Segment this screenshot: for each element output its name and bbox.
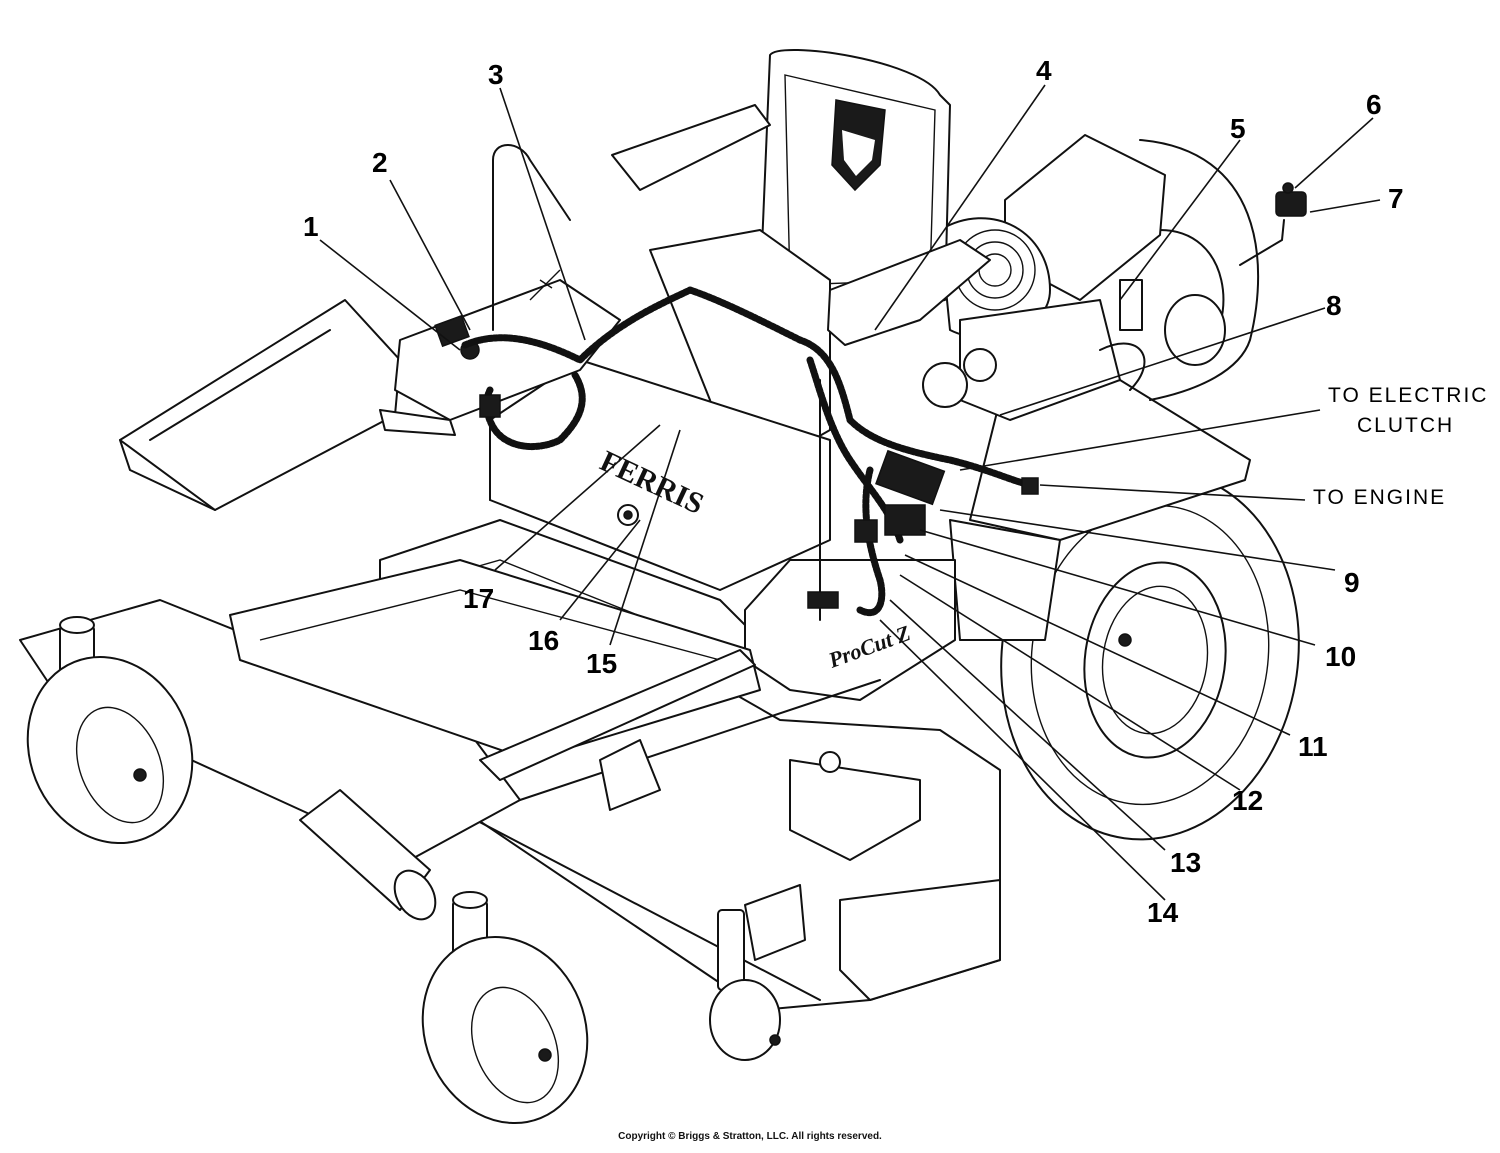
callout-6: 6 — [1366, 89, 1382, 120]
harness-connector — [875, 449, 946, 506]
callout-1: 1 — [303, 211, 319, 242]
right-front-caster — [421, 891, 589, 1125]
callout-10: 10 — [1325, 641, 1356, 672]
air-filter — [922, 362, 968, 408]
engine-label: TO ENGINE — [1313, 486, 1446, 509]
callout-8: 8 — [1326, 290, 1342, 321]
callout-15: 15 — [586, 648, 617, 679]
right-armrest — [827, 239, 991, 346]
deck-bolt — [819, 751, 841, 773]
callout-4: 4 — [1036, 55, 1052, 86]
callout-9: 9 — [1344, 567, 1360, 598]
callout-16: 16 — [528, 625, 559, 656]
callout-11: 11 — [1298, 731, 1328, 762]
callout-5: 5 — [1230, 113, 1246, 144]
wiring-harness — [461, 286, 1039, 616]
electric-clutch-label-line1: TO ELECTRIC — [1328, 384, 1488, 407]
discharge-chute — [119, 299, 401, 511]
callout-numbers: 1 2 3 4 5 6 7 8 9 10 11 12 13 14 15 16 1… — [303, 55, 1404, 928]
left-control-pod — [379, 144, 621, 436]
electric-clutch-label-line2: CLUTCH — [1357, 414, 1454, 437]
front-frame — [19, 559, 881, 861]
anti-scalp-roller — [299, 789, 437, 921]
callout-12: 12 — [1232, 785, 1263, 816]
text-callouts: TO ELECTRIC CLUTCH TO ENGINE — [1313, 384, 1488, 509]
callout-7: 7 — [1388, 183, 1404, 214]
callout-3: 3 — [488, 59, 504, 90]
callout-17: 17 — [463, 583, 494, 614]
right-control-pod: ProCut Z — [744, 379, 956, 701]
leader-lines — [319, 84, 1381, 901]
callout-2: 2 — [372, 147, 388, 178]
copyright-notice: Copyright © Briggs & Stratton, LLC. All … — [618, 1131, 882, 1142]
right-fender — [949, 139, 1260, 641]
callout-13: 13 — [1170, 847, 1201, 878]
left-armrest — [611, 104, 771, 191]
left-front-caster — [26, 616, 194, 845]
deck-gauge-wheel — [709, 884, 806, 1061]
relay-block — [884, 504, 926, 536]
callout-14: 14 — [1147, 897, 1179, 928]
starter-solenoid — [1239, 182, 1307, 266]
